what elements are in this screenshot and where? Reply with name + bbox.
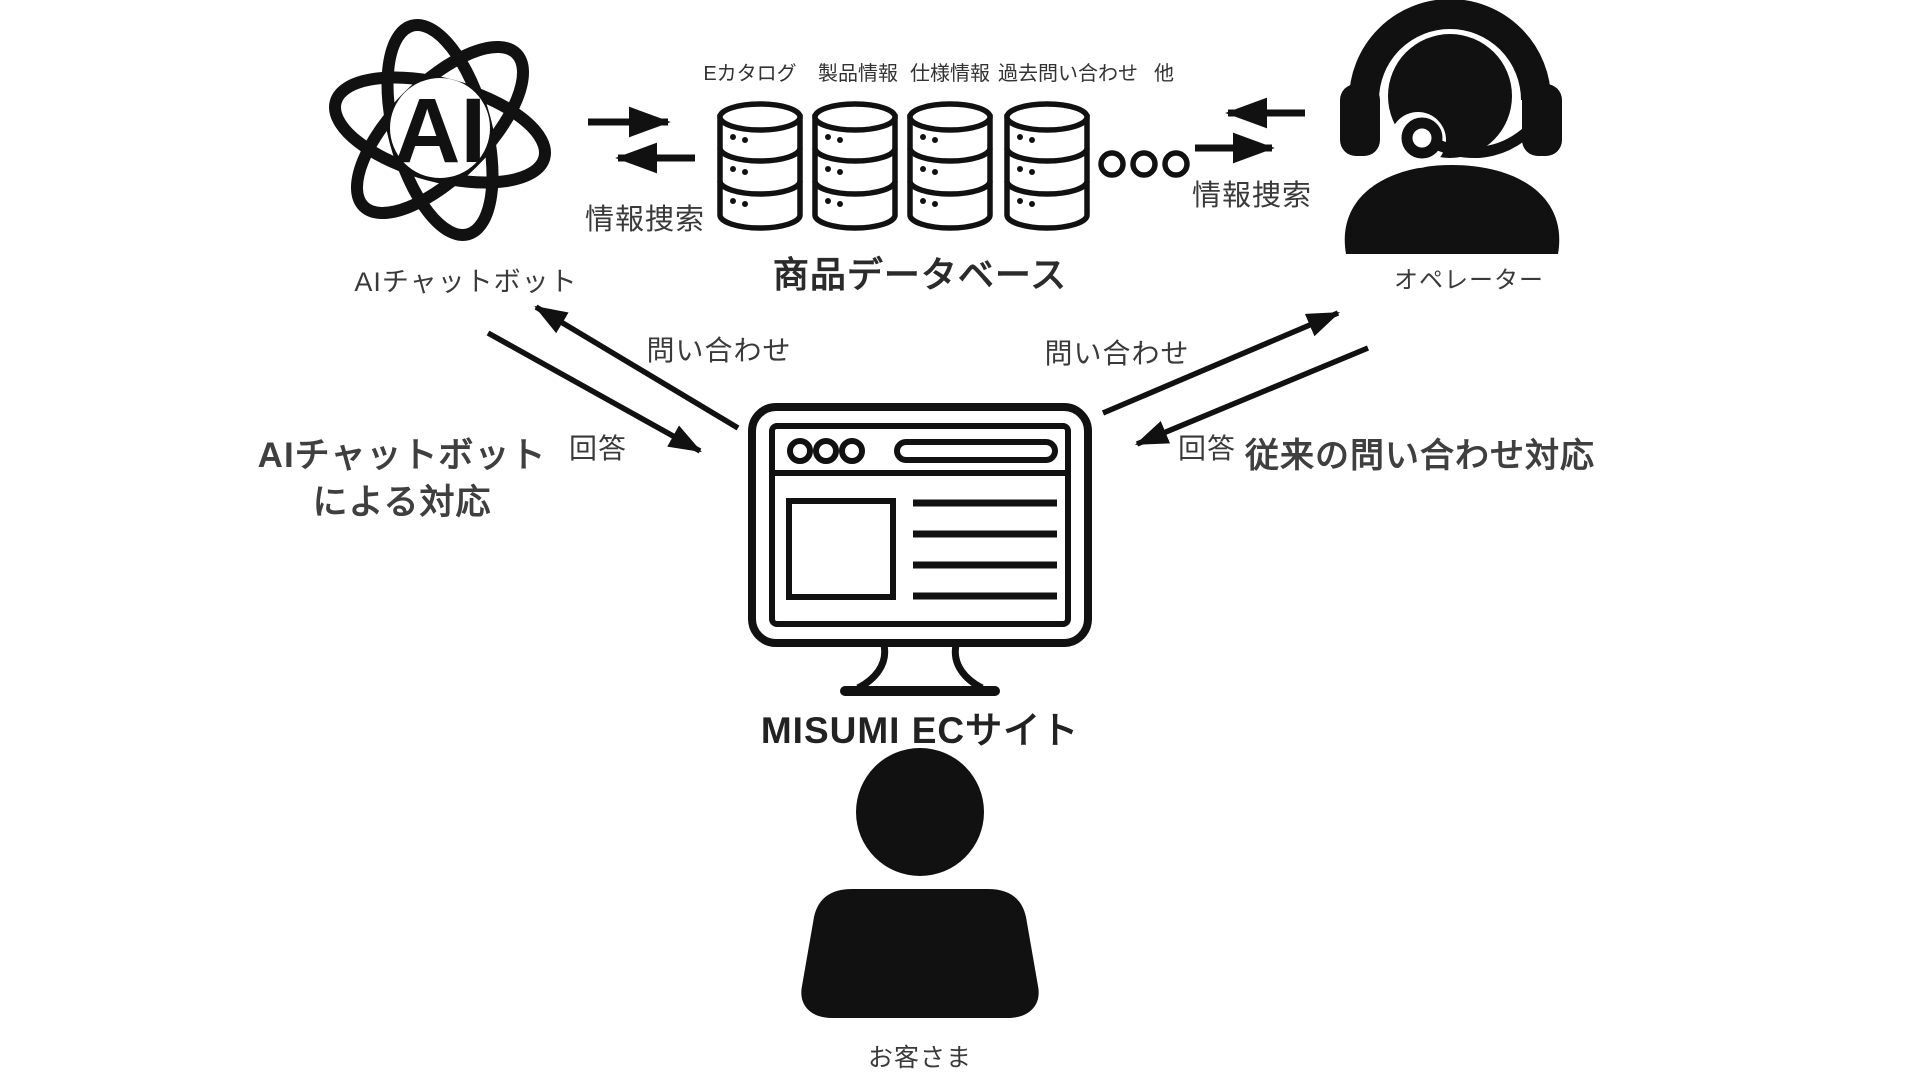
answer-right-label: 回答 <box>1177 433 1237 464</box>
db-label-product-info: 製品情報 <box>818 63 898 85</box>
ai-icon-center <box>390 78 490 178</box>
info-search-left-label: 情報捜索 <box>584 204 706 236</box>
ai-side-caption-line1: AIチャットボット <box>257 436 547 475</box>
db-label-ecatalog: Eカタログ <box>703 63 797 85</box>
ellipsis-dots-icon <box>1098 150 1190 178</box>
database-cylinder-icon <box>812 101 898 231</box>
db-label-spec-info: 仕様情報 <box>910 63 990 85</box>
db-label-past-inquiries: 過去問い合わせ <box>998 63 1138 85</box>
database-cylinder-icon <box>717 101 803 231</box>
monitor-stand <box>840 644 1000 696</box>
database-group <box>717 101 1190 231</box>
arrow-inquiry-to-operator <box>1101 310 1341 416</box>
operator-label: オペレーター <box>1394 267 1544 294</box>
browser-tab-dots-icon <box>787 438 865 464</box>
arrow-inquiry-to-ai <box>534 304 740 431</box>
ai-atom-icon: AI <box>329 19 551 241</box>
browser-monitor-icon <box>748 403 1092 696</box>
page-thumbnail-shape <box>786 498 896 600</box>
ai-inquiry-answer-arrows <box>486 304 740 454</box>
info-search-arrows-left <box>588 106 695 174</box>
address-bar-shape <box>894 439 1058 463</box>
operator-inquiry-answer-arrows <box>1101 310 1370 447</box>
ai-side-caption-line2: による対応 <box>312 483 492 523</box>
page-text-lines <box>913 499 1057 600</box>
database-cylinder-icon <box>907 101 993 231</box>
db-label-other: 他 <box>1154 63 1174 85</box>
arrow-answer-to-ecsite-left <box>486 330 702 454</box>
operator-side-caption: 従来の問い合わせ対応 <box>1245 437 1595 475</box>
customer-label: お客さま <box>867 1044 973 1072</box>
person-silhouette-icon <box>801 748 1039 1018</box>
database-cylinder-icon <box>1004 101 1090 231</box>
ec-site-label: MISUMI ECサイト <box>760 710 1080 751</box>
inquiry-right-label: 問い合わせ <box>1044 338 1190 369</box>
ai-side-caption: AIチャットボット による対応 <box>258 432 547 527</box>
info-search-arrows-right <box>1195 97 1305 164</box>
ai-chatbot-label: AIチャットボット <box>354 267 578 297</box>
arrow-answer-to-ecsite-right <box>1134 345 1370 447</box>
info-search-right-label: 情報捜索 <box>1191 180 1313 212</box>
inquiry-left-label: 問い合わせ <box>646 335 792 366</box>
operator-headset-icon <box>1340 0 1562 254</box>
answer-left-label: 回答 <box>568 433 628 464</box>
ai-icon-text: AI <box>394 80 486 182</box>
database-title: 商品データベース <box>772 254 1068 295</box>
